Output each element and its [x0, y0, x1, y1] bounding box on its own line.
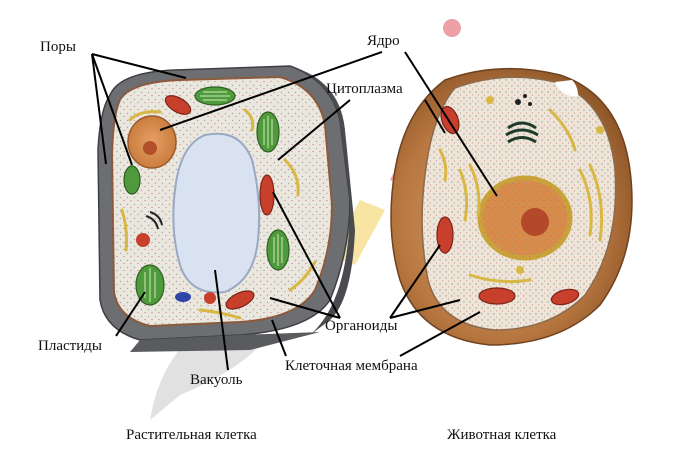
label-plastids: Пластиды — [38, 338, 102, 354]
plant-nucleus — [127, 115, 177, 169]
label-cell-membrane: Клеточная мембрана — [285, 358, 418, 374]
pointer-lines — [91, 51, 498, 371]
label-organelles: Органоиды — [325, 318, 398, 334]
label-vacuole: Вакуоль — [190, 372, 243, 388]
caption-animal-cell: Животная клетка — [447, 427, 557, 443]
label-nucleus: Ядро — [367, 33, 400, 49]
caption-plant-cell: Растительная клетка — [126, 427, 257, 443]
animal-mitochondria — [436, 105, 580, 306]
animal-cell — [390, 67, 633, 346]
vacuole — [172, 132, 261, 294]
plant-cell — [97, 65, 355, 352]
label-cytoplasm: Цитоплазма — [326, 81, 403, 97]
label-pores: Поры — [40, 39, 76, 55]
golgi — [505, 121, 539, 144]
animal-nucleus — [477, 175, 573, 261]
plant-mitochondria — [164, 95, 275, 310]
